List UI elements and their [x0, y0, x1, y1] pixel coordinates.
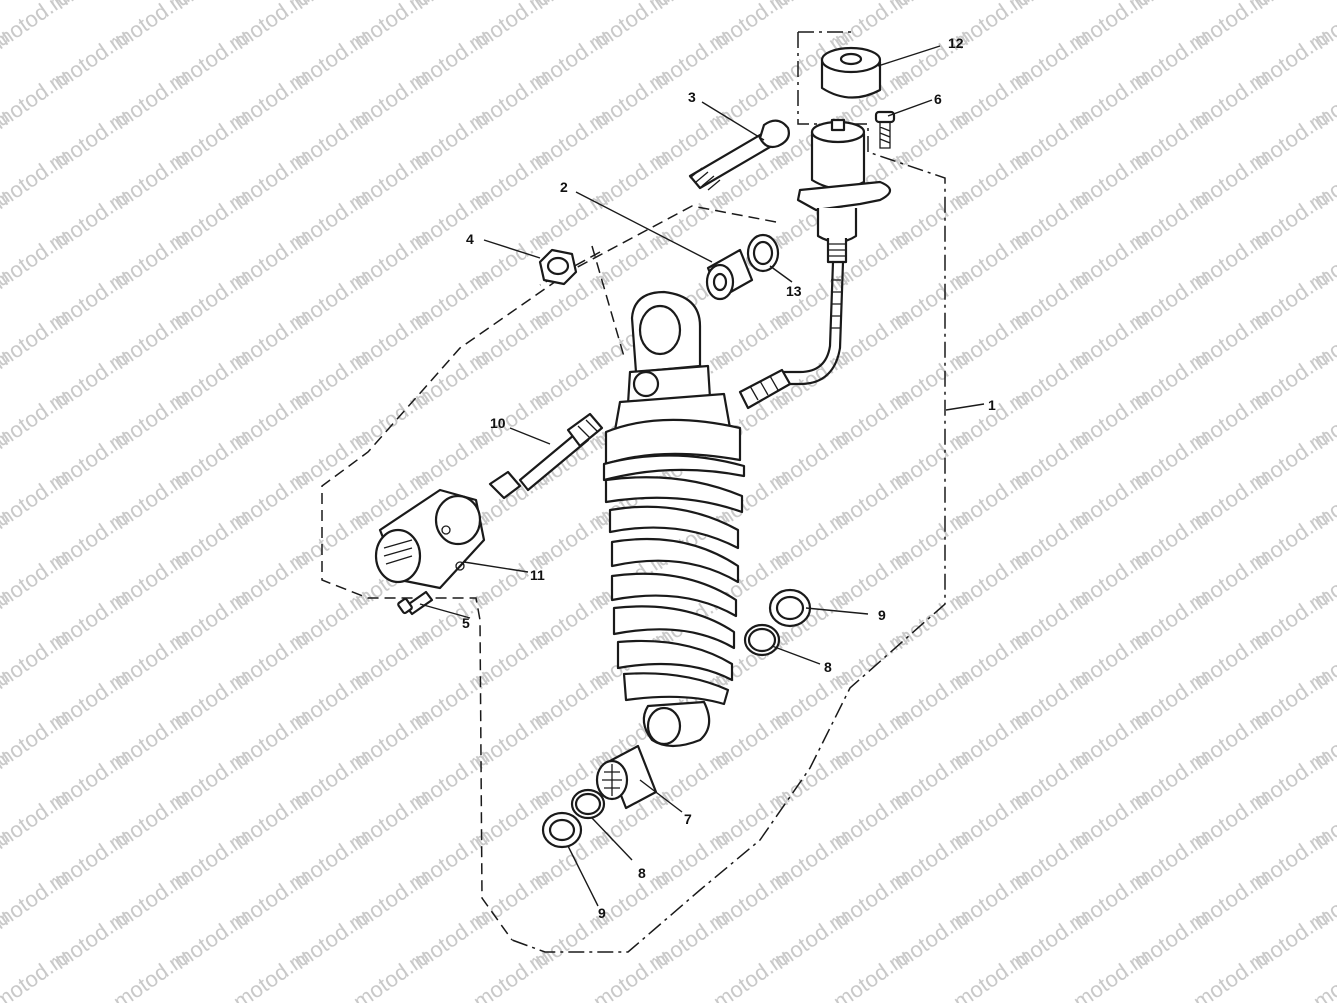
- part-13-washer: [746, 233, 780, 273]
- watermark-text: motod.ru: [1189, 944, 1274, 1003]
- watermark-text: motod.ru: [229, 944, 314, 1003]
- callouts: 1 2 3 4 5 6 7 8 8 9 9 10 11 12 13: [462, 35, 996, 921]
- part-9-ring-lower: [541, 811, 583, 849]
- callout-4: 4: [466, 231, 474, 247]
- part-5-screw: [397, 590, 434, 616]
- callout-5: 5: [462, 615, 470, 631]
- callout-9-lower: 9: [598, 905, 606, 921]
- assembly-outline-dash-dot: [511, 31, 946, 953]
- part-3-bolt: [688, 119, 790, 191]
- callout-8-upper: 8: [824, 659, 832, 675]
- watermark-text: motod.ru: [949, 944, 1034, 1003]
- part-1-reservoir: [780, 118, 892, 386]
- watermark-text: motod.ru: [109, 944, 194, 1003]
- callout-10: 10: [490, 415, 506, 431]
- callout-1: 1: [988, 397, 996, 413]
- callout-13: 13: [786, 283, 802, 299]
- callout-9-upper: 9: [878, 607, 886, 623]
- part-6-bolt: [874, 110, 896, 149]
- watermark-text: motod.ru: [1069, 944, 1154, 1003]
- leader-lines: [419, 45, 985, 907]
- callout-2: 2: [560, 179, 568, 195]
- callout-3: 3: [688, 89, 696, 105]
- watermark-text: motod.ru: [0, 0, 14, 14]
- part-4-nut: [538, 248, 578, 286]
- part-9-ring-upper: [768, 588, 812, 628]
- part-10-adjuster-rod: [488, 412, 604, 500]
- callout-12: 12: [948, 35, 964, 51]
- part-8-oring-upper: [743, 623, 781, 657]
- callout-8-lower: 8: [638, 865, 646, 881]
- part-7-bushing: [595, 744, 658, 810]
- watermark-text: motod.ru: [1309, 944, 1337, 1003]
- part-12-cap: [820, 46, 882, 99]
- part-8-oring-lower: [570, 788, 606, 820]
- callout-7: 7: [684, 811, 692, 827]
- watermark-text: motod.ru: [349, 944, 434, 1003]
- part-2-bushing: [705, 248, 754, 301]
- hose-fitting: [738, 368, 792, 410]
- shock-absorber-body: [602, 290, 746, 748]
- watermark-text: motod.ru: [709, 944, 794, 1003]
- watermark-text: motod.ru: [829, 944, 914, 1003]
- callout-11: 11: [530, 567, 545, 583]
- part-11-adjuster: [374, 488, 486, 590]
- callout-6: 6: [934, 91, 942, 107]
- watermark-text: motod.ru: [469, 944, 554, 1003]
